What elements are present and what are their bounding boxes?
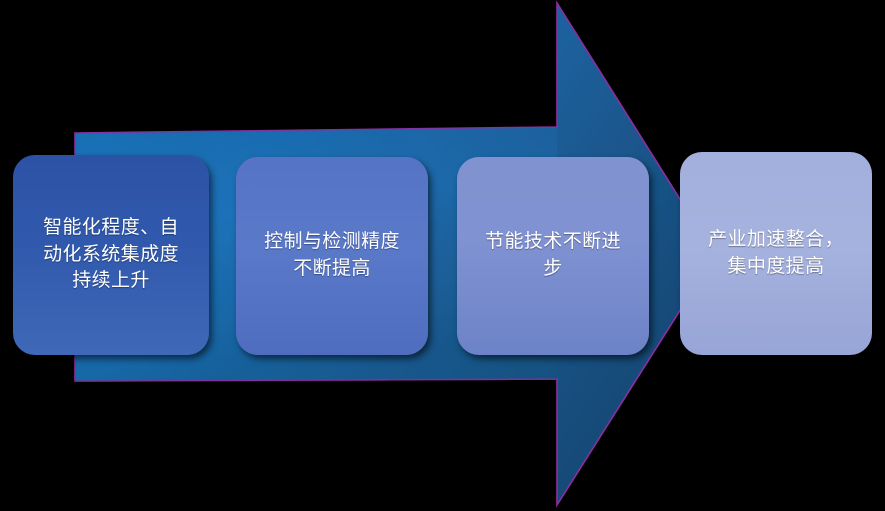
process-step-4-label: 产业加速整合， 集中度提高 bbox=[708, 228, 844, 277]
process-step-1[interactable]: 智能化程度、自 动化系统集成度 持续上升 bbox=[13, 155, 209, 355]
process-step-2-label: 控制与检测精度 不断提高 bbox=[264, 231, 400, 279]
process-step-4[interactable]: 产业加速整合， 集中度提高 bbox=[680, 152, 872, 355]
process-step-1-label: 智能化程度、自 动化系统集成度 持续上升 bbox=[43, 216, 179, 292]
process-step-3[interactable]: 节能技术不断进 步 bbox=[457, 157, 649, 355]
process-step-3-label: 节能技术不断进 步 bbox=[485, 231, 621, 279]
process-step-2[interactable]: 控制与检测精度 不断提高 bbox=[236, 157, 428, 355]
